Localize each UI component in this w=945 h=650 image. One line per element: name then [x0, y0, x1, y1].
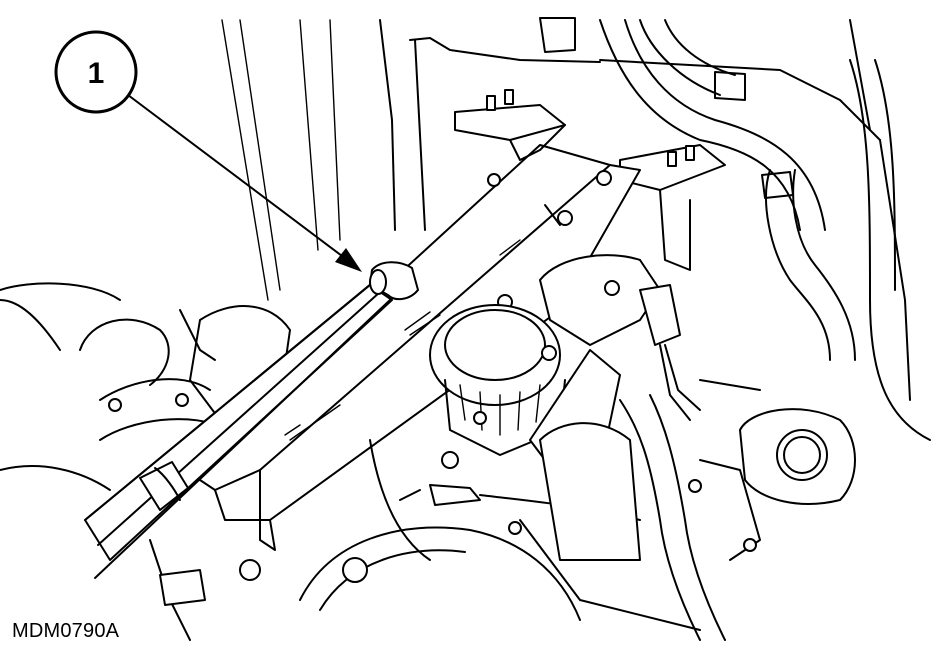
right-fittings — [619, 379, 856, 641]
figure-code: MDM0790A — [12, 620, 120, 642]
background-panels — [221, 17, 911, 401]
left-components — [0, 282, 291, 641]
callout-1-label: 1 — [88, 57, 105, 90]
callout-leader — [127, 94, 362, 272]
sensor-module — [539, 254, 701, 421]
engine-lower — [239, 422, 701, 631]
upper-brackets — [454, 89, 726, 271]
support-rail — [184, 144, 641, 551]
coolant-hoses — [599, 19, 931, 441]
tool-rod — [84, 261, 419, 579]
callout-1: 1 — [54, 30, 138, 114]
